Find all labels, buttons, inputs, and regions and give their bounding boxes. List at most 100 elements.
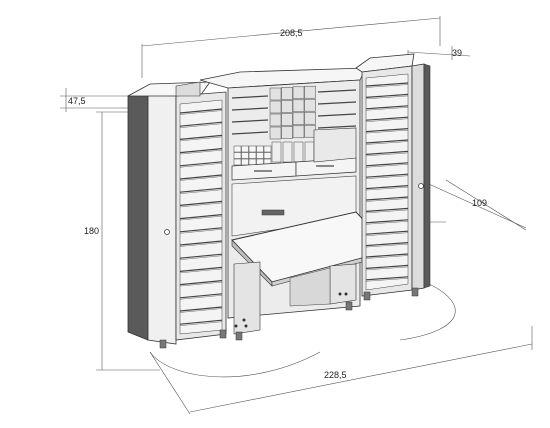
small-drawer [248, 145, 257, 153]
shelf-edge [179, 202, 223, 208]
center-upper-shelves [231, 89, 357, 135]
right-cabinet-inner [365, 73, 409, 291]
left-wheel [159, 339, 167, 349]
small-drawer [256, 152, 264, 159]
cubby [281, 87, 293, 100]
right-cabinet [355, 53, 431, 301]
vertical-slot [271, 141, 282, 163]
shelf [179, 266, 223, 272]
shelf [179, 253, 223, 259]
cubby [269, 100, 282, 114]
shelf-edge [179, 268, 223, 274]
shelf-edge [179, 163, 223, 168]
cubby [304, 98, 316, 112]
shelf [365, 185, 409, 190]
shelf [179, 240, 223, 246]
shelf-edge [365, 198, 409, 202]
shelf-edge [365, 175, 409, 179]
shelf-edge [365, 118, 409, 122]
shelf [365, 150, 409, 155]
center-wheel [235, 331, 243, 341]
shelf [365, 196, 409, 201]
shelf-edge [179, 321, 223, 326]
left-wheel [219, 329, 227, 339]
small-drawer [233, 152, 242, 159]
shelf [179, 227, 223, 233]
shelf [179, 108, 223, 114]
shelf [365, 162, 409, 167]
center-wheel [345, 301, 353, 311]
shelf [179, 161, 223, 167]
shelf [231, 131, 269, 135]
shelf [179, 174, 223, 180]
shelf [179, 214, 223, 220]
shelf [179, 187, 223, 193]
right-door-knob [418, 183, 424, 189]
vertical-slot [304, 141, 315, 163]
shelf-edge [179, 281, 223, 287]
shelf [231, 107, 269, 111]
shelf-edge [179, 136, 223, 142]
cubby [304, 85, 316, 99]
small-drawer [263, 152, 272, 159]
lower-knob [234, 324, 238, 328]
small-drawer [248, 158, 257, 166]
shelf-edge [365, 141, 409, 145]
cubby [269, 113, 282, 127]
shelf [179, 200, 223, 206]
small-drawer-grid [233, 145, 272, 166]
lower-knob [242, 318, 246, 322]
right-door [411, 63, 425, 291]
left-cabinet-side [175, 81, 201, 97]
shelf-edge [179, 308, 223, 313]
shelf-edge [179, 242, 223, 247]
shelf [179, 134, 223, 140]
shelf-edge [365, 152, 409, 157]
shelf-edge [179, 189, 223, 194]
drawer-left-handle [254, 170, 272, 172]
shelf-edge [179, 255, 223, 260]
cubby [281, 100, 293, 113]
shelf-edge [365, 255, 409, 259]
cubby-grid [269, 85, 316, 163]
cubby [269, 126, 282, 140]
shelf [317, 113, 357, 117]
cubby [269, 87, 282, 101]
shelf [365, 230, 409, 235]
lower-left-cabinet [233, 261, 261, 335]
drawer-right-handle [316, 165, 334, 167]
small-drawer [233, 145, 242, 153]
small-drawer [241, 145, 249, 153]
shelf [365, 219, 409, 224]
lower-right-cabinet [329, 263, 357, 305]
lower-knob [244, 324, 248, 328]
shelf-edge [365, 221, 409, 225]
shelf-edge [365, 266, 409, 271]
shelf-edge [365, 164, 409, 168]
shelf [317, 89, 357, 93]
lower-center-opening [289, 267, 331, 307]
shelf-edge [179, 176, 223, 181]
cubby [292, 99, 305, 113]
shelf [231, 119, 269, 123]
dim-depth-side: 39 [452, 48, 462, 58]
shelf [365, 253, 409, 258]
cubby [292, 112, 305, 126]
shelf-edge [365, 232, 409, 236]
center-right-unit [313, 127, 357, 163]
vertical-slot [282, 141, 293, 163]
lower-knob [344, 292, 348, 296]
shelf [365, 139, 409, 144]
shelf [179, 293, 223, 299]
shelf [179, 306, 223, 312]
right-wheel [411, 287, 419, 297]
shelf-edge [179, 110, 223, 115]
small-drawer [233, 158, 242, 166]
shelf-edge [179, 123, 223, 128]
shelf-edge [179, 149, 223, 155]
shelf [179, 280, 223, 286]
cubby [292, 125, 305, 139]
small-drawer [241, 152, 249, 159]
dimension-labels: 208,5 39 47,5 180 109 228,5 [68, 28, 487, 380]
